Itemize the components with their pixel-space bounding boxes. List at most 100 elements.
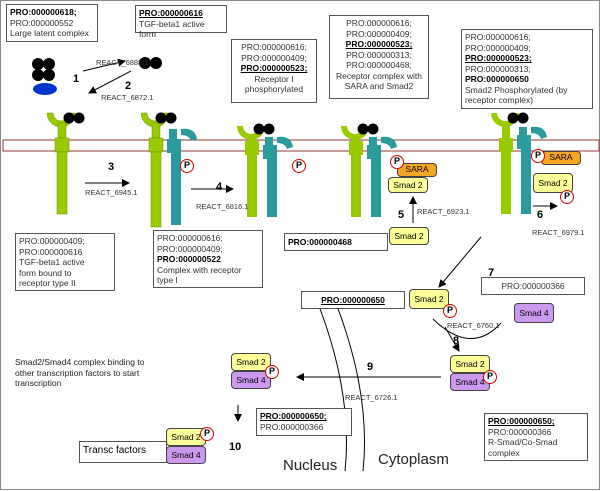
pro-id: PRO:000000409; (19, 236, 85, 246)
step-number: 8 (453, 335, 460, 347)
step-number: 3 (108, 161, 115, 173)
smad4-protein: Smad 4 (231, 371, 271, 389)
arrow-step-2 (88, 70, 132, 94)
pro-id: PRO:000000468 (288, 237, 352, 247)
pro-id: PRO:000000523; (465, 53, 532, 63)
box-receptor-ii-bound: PRO:000000409; PRO:000000616 TGF-beta1 a… (15, 233, 115, 291)
pro-id: PRO:000000313; (465, 63, 531, 74)
receptor-ii-icon (341, 126, 369, 217)
pro-id: PRO:000000616; (465, 32, 531, 42)
box-desc: Complex with receptor (157, 264, 242, 275)
nucleus-label: Nucleus (283, 457, 338, 474)
box-desc: form bound to (19, 267, 72, 278)
reaction-label: REACT_6945.1 (85, 188, 138, 197)
reaction-label: REACT_6760.1 (447, 321, 500, 330)
phosphate-marker: P (200, 427, 214, 441)
cell-membrane (2, 139, 600, 152)
box-desc: receptor type II (19, 278, 76, 288)
smad4-protein: Smad 4 (514, 303, 554, 323)
tgf-beta-ligand-icon (139, 57, 162, 69)
reaction-label: REACT_6872.1 (101, 93, 154, 102)
arrow-step-1 (82, 58, 126, 72)
smad2-protein: Smad 2 (231, 353, 271, 371)
box-smad2-phosphorylated: PRO:000000616; PRO:000000409; PRO:000000… (461, 29, 593, 109)
receptor-ii-icon (140, 112, 170, 228)
pro-id: PRO:000000409; (241, 52, 307, 63)
step-number: 4 (216, 181, 223, 193)
box-large-latent-complex: PRO:000000618; PRO:000000552 Large laten… (6, 4, 98, 42)
step-number: 7 (488, 267, 495, 279)
step-number: 5 (398, 209, 405, 221)
box-desc: TGF-beta1 active (19, 257, 85, 267)
receptor-ii-icon (237, 126, 265, 217)
box-smad2-free: PRO:000000468 (284, 233, 388, 251)
sara-protein: SARA (397, 163, 437, 177)
box-desc: receptor complex) (465, 95, 534, 105)
reaction-label: REACT_6979.1 (532, 228, 585, 237)
pro-id: PRO:000000616 (139, 8, 203, 18)
smad2-protein: Smad 2 (388, 177, 428, 193)
pro-id: PRO:000000366 (260, 421, 324, 432)
receptor-ii-icon (491, 113, 519, 214)
arrow-step-8 (432, 318, 502, 339)
phosphate-marker: P (531, 149, 545, 163)
box-nuclear-complex: PRO:000000650; PRO:000000366 (256, 408, 352, 436)
pro-id: PRO:000000468; (346, 60, 412, 70)
box-complex-receptor-i: PRO:000000616; PRO:000000409; PRO:000000… (153, 230, 263, 288)
box-tgf-beta1-active: PRO:000000616 TGF-beta1 active form (135, 5, 227, 39)
pro-id: PRO:000000366 (501, 281, 565, 291)
box-transcription-factors: Transc factors (79, 441, 167, 463)
pro-id: PRO:000000616 (19, 246, 83, 257)
pro-id: PRO:000000522 (157, 254, 221, 264)
box-desc: Large latent complex (10, 28, 89, 38)
smad2-protein: Smad 2 (409, 289, 449, 309)
reaction-label: REACT_6726.1 (345, 393, 398, 402)
pro-id: PRO:000000523; (345, 39, 413, 49)
arrow-step-7 (438, 236, 482, 288)
receptor-i-icon (263, 136, 293, 217)
phosphate-marker: P (180, 159, 194, 173)
transcription-note: Smad2/Smad4 complex binding to other tra… (15, 357, 145, 388)
pro-id: PRO:000000618; (10, 7, 77, 17)
box-desc: Transc factors (83, 445, 146, 456)
nuclear-envelope (318, 305, 347, 472)
phosphate-marker: P (560, 190, 574, 204)
pro-id: PRO:000000523; (240, 63, 308, 73)
pro-id: PRO:000000650 (465, 74, 529, 84)
pro-id: PRO:000000552 (10, 17, 74, 28)
box-desc: Receptor complex with (336, 70, 422, 81)
receptor-i-icon (167, 128, 197, 225)
box-receptor-i-phosphorylated: PRO:000000616; PRO:000000409; PRO:000000… (231, 39, 317, 103)
box-desc: phosphorylated (244, 84, 304, 94)
smad2-protein: Smad 2 (450, 355, 490, 373)
pro-id: PRO:000000409; (346, 28, 412, 39)
box-desc: type I (157, 275, 178, 285)
pro-id: PRO:000000650; (260, 411, 327, 421)
latent-complex-icon (32, 58, 57, 95)
pro-id: PRO:000000409; (157, 243, 223, 254)
pro-id: PRO:000000650; (488, 416, 555, 426)
pro-id: PRO:000000616; (157, 233, 223, 243)
box-smad4: PRO:000000366 (481, 277, 585, 295)
step-number: 10 (229, 441, 242, 453)
phosphate-marker: P (292, 159, 306, 173)
box-desc: SARA and Smad2 (344, 81, 414, 91)
box-desc: Receptor I (254, 73, 294, 84)
pro-id: PRO:000000616; (241, 42, 307, 52)
sara-protein: SARA (541, 151, 581, 165)
reaction-label: REACT_6888.1 (96, 58, 149, 67)
smad4-protein: Smad 4 (450, 373, 490, 391)
box-desc: TGF-beta1 active form (139, 18, 205, 40)
phosphate-marker: P (265, 365, 279, 379)
box-rsmad-cosmad: PRO:000000650; PRO:000000366 R-Smad/Co-S… (484, 413, 588, 461)
reaction-label: REACT_6923.1 (417, 207, 470, 216)
pro-id: PRO:000000616; (346, 18, 412, 28)
receptor-ii-icon (46, 112, 76, 215)
receptor-i-icon (517, 126, 547, 214)
box-receptor-complex-sara: PRO:000000616; PRO:000000409; PRO:000000… (329, 15, 429, 99)
step-number: 2 (125, 80, 132, 92)
box-desc: R-Smad/Co-Smad (488, 437, 558, 447)
smad4-protein: Smad 4 (166, 446, 206, 464)
